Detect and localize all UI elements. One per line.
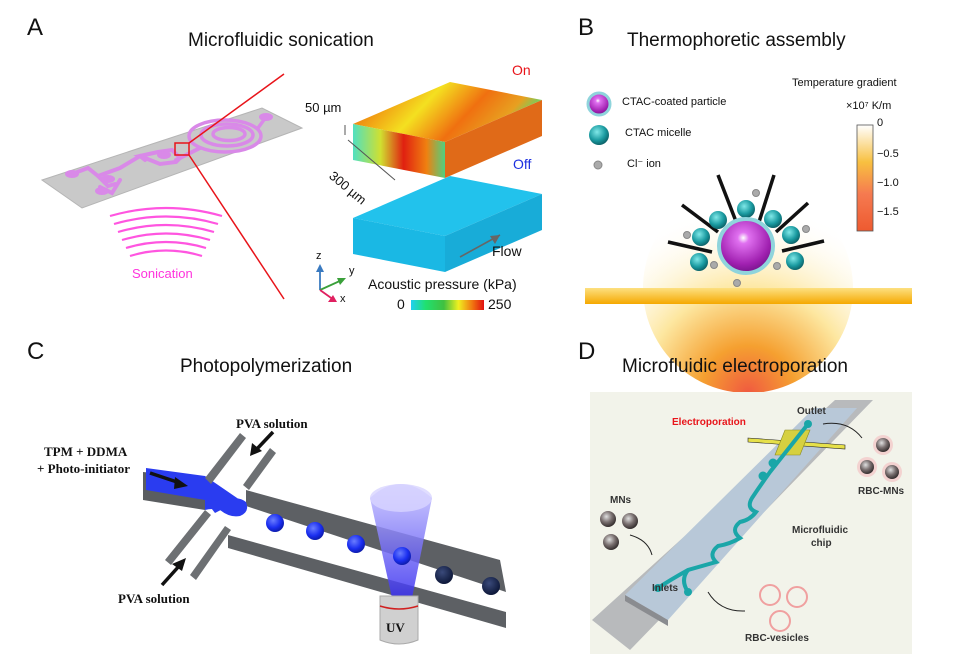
micelles (690, 200, 804, 271)
axis-y (319, 279, 343, 291)
chip-top (625, 408, 857, 620)
panel-letter-b: B (578, 14, 595, 41)
blue-beads (266, 514, 365, 553)
panel-c: C Photopolymerization (0, 330, 570, 662)
rbc-mns-label: RBC-MNs (858, 486, 905, 497)
electroporation-diagram (590, 392, 912, 654)
sonication-waves (109, 206, 223, 258)
legend-micelle-icon (589, 125, 609, 145)
pressure-box-on-top (353, 82, 542, 142)
mn-particles (600, 511, 638, 550)
chloride-ions (683, 189, 810, 287)
axis-z-head (316, 264, 324, 272)
pressure-box-on-side (445, 100, 542, 178)
pva-top-wall-left (205, 433, 246, 484)
main-channel-wall-bottom (228, 535, 506, 628)
pva-top-label: PVA solution (236, 416, 308, 431)
pva-bottom-label: PVA solution (118, 591, 190, 606)
arrow-pva-bottom-head (172, 558, 186, 571)
colorbar-min-a: 0 (397, 296, 405, 312)
temperature-colorbar (856, 124, 874, 232)
pva-bottom-wall-right (190, 526, 231, 580)
state-on-label: On (512, 62, 531, 78)
panel-title-a: Microfluidic sonication (188, 30, 374, 51)
chip-label-line2: chip (811, 538, 832, 549)
arrow-pva-top-head (250, 443, 262, 456)
channel-nodes (654, 420, 812, 596)
thermophoresis-arrows (667, 174, 825, 254)
rbc-vesicles (759, 584, 808, 632)
panel-a: A Microfluidic sonication (0, 0, 570, 330)
colorbar-tick-1: −0.5 (877, 148, 899, 160)
legend-chloride-ion-icon (593, 160, 603, 170)
panel-title-d: Microfluidic electroporation (622, 356, 848, 377)
main-channel-wall-top (246, 490, 506, 592)
axis-x-head (328, 295, 337, 302)
pressure-colorbar (411, 300, 484, 310)
colorbar-title-a: Acoustic pressure (kPa) (368, 276, 517, 292)
pressure-box-off-top (353, 176, 542, 236)
electroporation-label: Electroporation (672, 417, 746, 428)
colorbar-title-b: Temperature gradient (792, 77, 897, 89)
colorbar-tick-2: −1.0 (877, 177, 899, 189)
chip-diagram-a (40, 73, 542, 310)
pva-bottom-wall-left (165, 510, 211, 565)
pressure-box-off-front (353, 218, 445, 272)
pressure-box-on-front (353, 124, 445, 178)
panel-title-c: Photopolymerization (180, 356, 353, 377)
panel-title-b: Thermophoretic assembly (627, 30, 846, 51)
panel-letter-a: A (27, 14, 44, 41)
colorbar-tick-0: 0 (877, 117, 884, 129)
rbc-mn-particles (857, 435, 902, 482)
legend-coated-particle-icon (586, 91, 612, 117)
panel-letter-d: D (578, 338, 596, 365)
zoom-line-top (188, 73, 285, 144)
legend-label-micelle: CTAC micelle (625, 127, 692, 139)
zoom-region-box (174, 142, 190, 156)
axis-z-label: z (316, 250, 322, 262)
colorbar-unit-b: ×10⁷ K/m (846, 100, 892, 112)
legend-label-coated-particle: CTAC-coated particle (622, 96, 727, 108)
arrow-inlet-head (174, 477, 188, 489)
curing-bead (393, 547, 411, 565)
inlets-label: Inlets (652, 583, 679, 594)
colorbar-tick-3: −1.5 (877, 206, 899, 218)
uv-lamp-band (379, 605, 419, 610)
rbc-vesicles-label: RBC-vesicles (745, 633, 809, 644)
chip-side (625, 595, 668, 626)
axis-y-head (337, 278, 346, 285)
pva-top-wall-right (243, 448, 276, 490)
process-arrows (629, 422, 863, 612)
inlet-label-line1: TPM + DDMA (44, 444, 128, 459)
axis-x-label: x (340, 293, 346, 305)
inlet-label-line2: + Photo-initiator (37, 461, 130, 476)
axis-y-label: y (349, 265, 355, 277)
width-dimension (347, 139, 396, 181)
substrate (585, 288, 912, 304)
mns-label: MNs (610, 495, 632, 506)
panel-letter-c: C (27, 338, 45, 365)
panel-b: B Thermophoretic assembly (570, 0, 955, 393)
coated-particle (717, 217, 775, 275)
outlet-label: Outlet (797, 406, 826, 417)
colorbar-max-a: 250 (488, 296, 512, 312)
uv-label: UV (386, 620, 405, 635)
legend-label-chloride-ion: Cl⁻ ion (627, 158, 661, 170)
flow-arrowhead (490, 235, 500, 244)
photopolymerization-diagram (143, 430, 506, 645)
zoom-line-bottom (188, 154, 285, 300)
sonication-label: Sonication (132, 266, 193, 281)
droplet-pinch (205, 493, 248, 517)
microfluidic-channel (656, 422, 810, 590)
state-off-label: Off (513, 156, 532, 172)
uv-cone-top (370, 484, 432, 512)
panel-d: D Microfluidic electroporation (570, 330, 955, 662)
flow-label: Flow (492, 243, 522, 259)
chip-label-line1: Microfluidic (792, 525, 849, 536)
polymerized-beads (435, 566, 500, 595)
height-label: 50 µm (305, 100, 342, 115)
uv-light-cone (370, 484, 432, 598)
thermophoresis-diagram (585, 91, 912, 393)
